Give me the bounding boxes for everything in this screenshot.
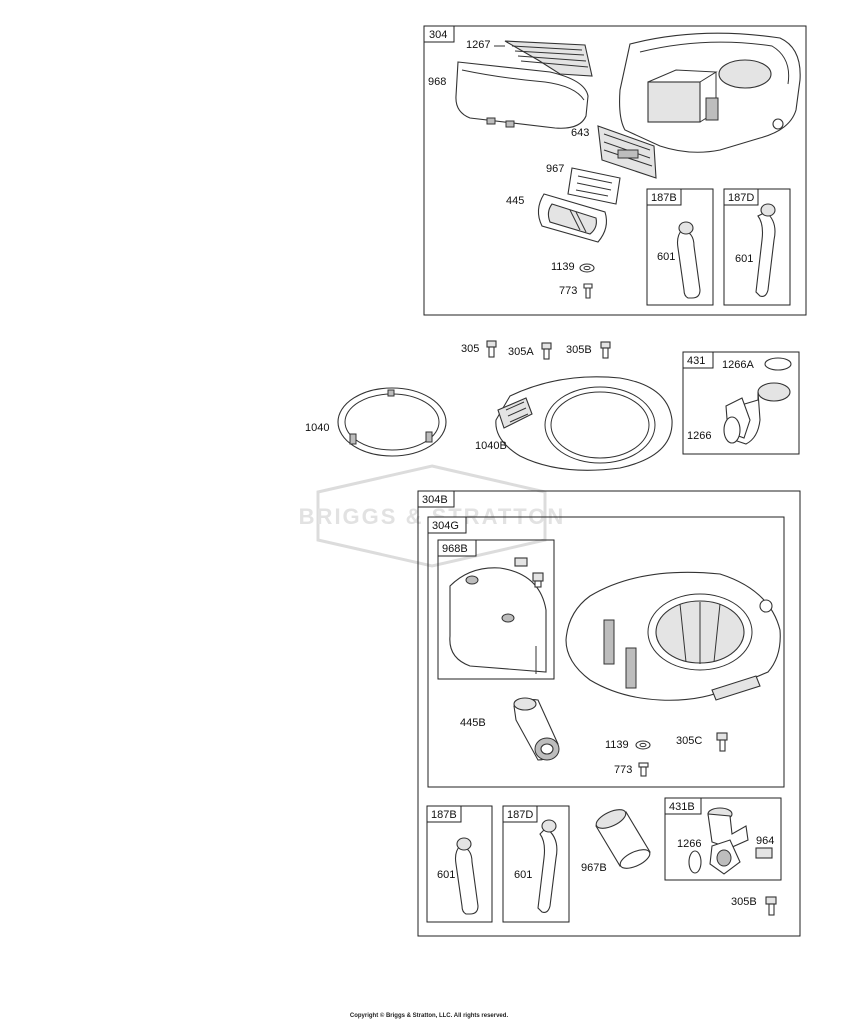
loose-parts: 305 305A 305B 1040 1040B bbox=[305, 340, 673, 471]
part-431B-elbow[interactable] bbox=[707, 807, 749, 875]
part-967B-sleeve[interactable] bbox=[594, 806, 653, 872]
label-1040: 1040 bbox=[305, 422, 329, 434]
group-304-tag: 304 bbox=[429, 29, 447, 41]
part-773-screw[interactable] bbox=[583, 283, 593, 299]
part-967-decal[interactable] bbox=[567, 167, 621, 205]
group-431B: 431B 1266 964 bbox=[664, 797, 782, 881]
part-643-bracket[interactable] bbox=[597, 125, 657, 179]
label-445B: 445B bbox=[460, 717, 486, 729]
label-305B: 305B bbox=[566, 344, 592, 356]
sub-187D-tag: 187D bbox=[728, 192, 754, 204]
part-445-air-filter[interactable] bbox=[537, 193, 607, 243]
group-304B: 304B 304G 968B bbox=[417, 490, 801, 937]
part-1139-washer[interactable] bbox=[635, 740, 651, 750]
group-431-tag: 431 bbox=[687, 355, 705, 367]
label-968: 968 bbox=[428, 76, 446, 88]
label-773: 773 bbox=[559, 285, 577, 297]
label-967: 967 bbox=[546, 163, 564, 175]
group-304G: 304G 968B bbox=[427, 516, 785, 788]
label-601: 601 bbox=[437, 869, 455, 881]
part-air-cleaner-base[interactable] bbox=[619, 32, 801, 153]
part-601-tube[interactable] bbox=[755, 203, 776, 297]
part-305B-screw[interactable] bbox=[765, 896, 777, 916]
part-445B-filter[interactable] bbox=[513, 697, 560, 761]
part-601-tube[interactable] bbox=[676, 221, 701, 299]
part-304G-blower-housing[interactable] bbox=[565, 571, 781, 701]
group-304B-sub-187B: 187B 601 bbox=[426, 805, 493, 923]
label-964: 964 bbox=[756, 835, 774, 847]
part-601-tube[interactable] bbox=[537, 819, 558, 913]
label-1267: 1267 bbox=[466, 39, 490, 51]
sub-187B-tag: 187B bbox=[651, 192, 677, 204]
label-1266: 1266 bbox=[687, 430, 711, 442]
label-1266: 1266 bbox=[677, 838, 701, 850]
group-304-sub-187D: 187D 601 bbox=[723, 188, 791, 306]
label-445: 445 bbox=[506, 195, 524, 207]
sub-187D-tag: 187D bbox=[507, 809, 533, 821]
group-431: 431 1266A 1266 bbox=[682, 351, 800, 455]
label-305A: 305A bbox=[508, 346, 534, 358]
group-304B-frame bbox=[417, 490, 801, 937]
group-304B-tag: 304B bbox=[422, 494, 448, 506]
label-1266A: 1266A bbox=[722, 359, 754, 371]
part-1040B-housing[interactable] bbox=[495, 376, 673, 471]
group-304-frame bbox=[423, 25, 807, 316]
part-305C-screw[interactable] bbox=[716, 732, 728, 752]
part-1267-filter-element[interactable] bbox=[504, 40, 593, 77]
label-643: 643 bbox=[571, 127, 589, 139]
part-601-tube[interactable] bbox=[454, 837, 479, 915]
part-1266A-oring[interactable] bbox=[764, 357, 792, 371]
label-1139: 1139 bbox=[605, 739, 629, 751]
group-304: 304 1267 968 bbox=[423, 25, 807, 316]
group-968B: 968B bbox=[437, 539, 555, 680]
watermark-logo: BRIGGS & STRATTON bbox=[299, 464, 563, 568]
part-1266-oring[interactable] bbox=[723, 416, 741, 444]
part-968-air-cleaner-cover[interactable] bbox=[455, 61, 589, 129]
label-305C: 305C bbox=[676, 735, 702, 747]
copyright-notice: Copyright © Briggs & Stratton, LLC. All … bbox=[349, 1013, 509, 1019]
part-773-screw[interactable] bbox=[638, 762, 649, 777]
label-601: 601 bbox=[514, 869, 532, 881]
part-305A-screw[interactable] bbox=[541, 342, 552, 360]
part-305-screw[interactable] bbox=[486, 340, 497, 358]
sub-431B-tag: 431B bbox=[669, 801, 695, 813]
part-964-clip[interactable] bbox=[755, 847, 773, 859]
label-305: 305 bbox=[461, 343, 479, 355]
label-773: 773 bbox=[614, 764, 632, 776]
part-968B-knob[interactable] bbox=[514, 557, 544, 588]
label-601: 601 bbox=[657, 251, 675, 263]
label-1139: 1139 bbox=[551, 261, 575, 273]
part-968B-cover[interactable] bbox=[449, 567, 547, 674]
label-305B: 305B bbox=[731, 896, 757, 908]
group-304B-sub-187D: 187D 601 bbox=[502, 805, 570, 923]
part-1040-ring[interactable] bbox=[337, 387, 447, 457]
label-967B: 967B bbox=[581, 862, 607, 874]
group-968B-tag: 968B bbox=[442, 543, 468, 555]
part-1266-oring[interactable] bbox=[688, 850, 702, 874]
label-601: 601 bbox=[735, 253, 753, 265]
label-1040B: 1040B bbox=[475, 440, 507, 452]
group-304-tag-box bbox=[423, 25, 455, 43]
part-305B-screw[interactable] bbox=[600, 341, 611, 359]
sub-187B-tag: 187B bbox=[431, 809, 457, 821]
group-304G-tag: 304G bbox=[432, 520, 459, 532]
part-1139-washer[interactable] bbox=[579, 263, 595, 273]
group-304-sub-187B: 187B 601 bbox=[646, 188, 714, 306]
